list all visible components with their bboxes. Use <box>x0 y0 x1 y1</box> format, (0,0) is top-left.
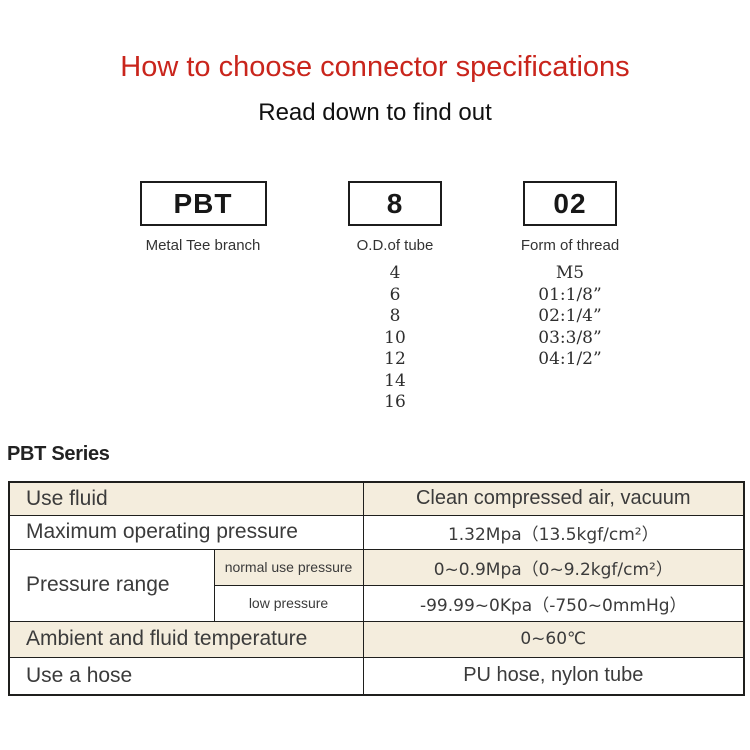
row-value-normal-pressure: 0~0.9Mpa（0~9.2kgf/cm²） <box>362 548 745 586</box>
row-value-max-pressure: 1.32Mpa（13.5kgf/cm²） <box>362 514 745 550</box>
thread-code-box: 02 <box>523 181 617 226</box>
table-row-low-pressure: low pressure -99.99~0Kpa（-750~0mmHg） <box>9 584 745 622</box>
spec-segment-series: PBT Metal Tee branch <box>103 181 303 255</box>
page-subtitle: Read down to find out <box>258 99 492 126</box>
thread-option: 01:1/8” <box>538 284 602 305</box>
thread-option: 02:1/4” <box>538 306 602 326</box>
tube-od-option: 6 <box>389 284 401 305</box>
spec-table: Use fluid Clean compressed air, vacuum M… <box>8 481 746 696</box>
thread-option: M5 <box>555 263 585 283</box>
table-row-hose: Use a hose PU hose, nylon tube <box>8 656 745 696</box>
row-label-hose: Use a hose <box>8 656 364 696</box>
tube-od-option: 12 <box>384 349 406 369</box>
row-value-use-fluid: Clean compressed air, vacuum <box>362 481 745 516</box>
tube-od-code-box: 8 <box>348 181 442 226</box>
row-value-low-pressure: -99.99~0Kpa（-750~0mmHg） <box>362 584 745 622</box>
thread-option-list: M5 01:1/8” 02:1/4” 03:3/8” 04:1/2” <box>538 263 601 371</box>
thread-option: 04:1/2” <box>538 349 602 369</box>
series-code-box: PBT <box>139 181 267 226</box>
series-heading: PBT Series <box>7 443 110 465</box>
row-label-temperature: Ambient and fluid temperature <box>8 620 364 658</box>
table-row-max-pressure: Maximum operating pressure 1.32Mpa（13.5k… <box>8 514 745 550</box>
row-label-pressure-range: Pressure range <box>8 548 215 622</box>
sub-label-low-pressure: low pressure <box>213 584 364 622</box>
row-label-use-fluid: Use fluid <box>8 481 364 516</box>
tube-od-option: 8 <box>389 306 401 326</box>
tube-od-code-label: O.D.of tube <box>356 237 434 254</box>
page-title: How to choose connector specifications <box>120 51 630 83</box>
spec-segment-tube-od: 8 O.D.of tube 4 6 8 10 12 14 16 <box>295 181 495 414</box>
tube-od-option-list: 4 6 8 10 12 14 16 <box>384 263 406 414</box>
tube-od-option: 14 <box>384 370 406 391</box>
table-row-temperature: Ambient and fluid temperature 0~60℃ <box>8 620 745 658</box>
row-label-max-pressure: Maximum operating pressure <box>8 514 364 550</box>
tube-od-option: 4 <box>389 263 401 283</box>
sub-label-normal-pressure: normal use pressure <box>213 548 364 586</box>
row-value-hose: PU hose, nylon tube <box>362 656 745 696</box>
table-row-use-fluid: Use fluid Clean compressed air, vacuum <box>8 481 745 516</box>
thread-code-label: Form of thread <box>520 237 620 254</box>
row-value-temperature: 0~60℃ <box>362 620 745 658</box>
tube-od-option: 16 <box>384 392 406 412</box>
table-row-normal-pressure: Pressure range normal use pressure 0~0.9… <box>8 548 745 622</box>
spec-segment-thread: 02 Form of thread M5 01:1/8” 02:1/4” 03:… <box>470 181 670 371</box>
thread-option: 03:3/8” <box>538 327 602 348</box>
series-code-label: Metal Tee branch <box>145 237 261 254</box>
tube-od-option: 10 <box>384 327 406 348</box>
